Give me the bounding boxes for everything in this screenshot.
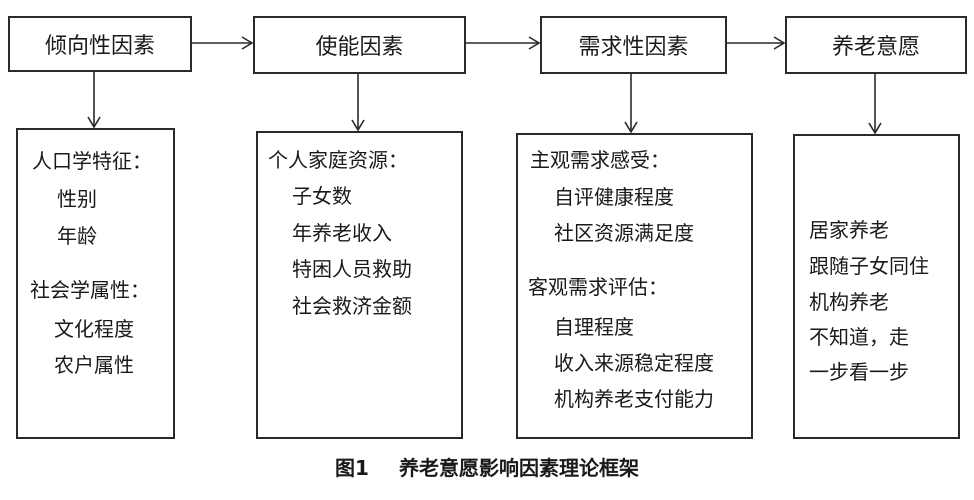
factor-item: 社区资源满足度: [554, 221, 694, 245]
factor-item: 收入来源稳定程度: [554, 351, 714, 375]
willingness-option: 机构养老: [809, 290, 889, 314]
factor-item: 特困人员救助: [292, 257, 412, 281]
arrow-stage4-down: [868, 73, 882, 135]
arrow-stage3-to-stage4: [726, 36, 786, 50]
willingness-option: 不知道，走: [809, 325, 909, 349]
willingness-option: 跟随子女同住: [809, 254, 929, 278]
willingness-option: 一步看一步: [809, 360, 909, 384]
detail-box-enabling: 个人家庭资源： 子女数 年养老收入 特困人员救助 社会救济金额: [256, 131, 463, 439]
factor-item: 社会救济金额: [292, 294, 412, 318]
category-heading: 个人家庭资源：: [268, 148, 408, 172]
factor-item: 性别: [57, 187, 97, 211]
arrow-stage3-down: [624, 73, 638, 134]
factor-item: 自理程度: [554, 315, 634, 339]
factor-item: 年龄: [57, 224, 97, 248]
arrow-stage2-down: [351, 73, 365, 132]
category-heading: 客观需求评估：: [528, 275, 668, 299]
arrow-stage1-down: [87, 71, 101, 129]
stage-box-need: 需求性因素: [540, 16, 727, 74]
factor-item: 子女数: [292, 184, 352, 208]
stage-box-enabling: 使能因素: [253, 16, 466, 74]
factor-item: 农户属性: [54, 353, 134, 377]
stage-title: 倾向性因素: [44, 34, 155, 59]
detail-box-need: 主观需求感受： 自评健康程度 社区资源满足度 客观需求评估： 自理程度 收入来源…: [516, 133, 753, 439]
factor-item: 机构养老支付能力: [554, 387, 714, 411]
willingness-option: 居家养老: [809, 218, 889, 242]
category-heading: 社会学属性：: [30, 278, 150, 302]
stage-box-predisposing: 倾向性因素: [8, 16, 192, 72]
arrow-stage1-to-stage2: [191, 36, 254, 50]
arrow-stage2-to-stage3: [465, 36, 541, 50]
category-heading: 主观需求感受：: [530, 148, 670, 172]
category-heading: 人口学特征：: [32, 149, 152, 173]
figure-number: 图1: [335, 456, 369, 480]
stage-title: 使能因素: [315, 35, 404, 60]
stage-box-willingness: 养老意愿: [785, 16, 967, 74]
figure-caption: 图1 养老意愿影响因素理论框架: [0, 452, 974, 481]
detail-box-predisposing: 人口学特征： 性别 年龄 社会学属性： 文化程度 农户属性: [16, 128, 175, 439]
factor-item: 文化程度: [54, 317, 134, 341]
stage-title: 养老意愿: [831, 35, 920, 60]
factor-item: 年养老收入: [292, 221, 392, 245]
stage-title: 需求性因素: [578, 35, 689, 60]
detail-box-willingness: 居家养老 跟随子女同住 机构养老 不知道，走 一步看一步: [793, 134, 960, 439]
factor-item: 自评健康程度: [554, 185, 674, 209]
figure-title: 养老意愿影响因素理论框架: [398, 456, 639, 480]
